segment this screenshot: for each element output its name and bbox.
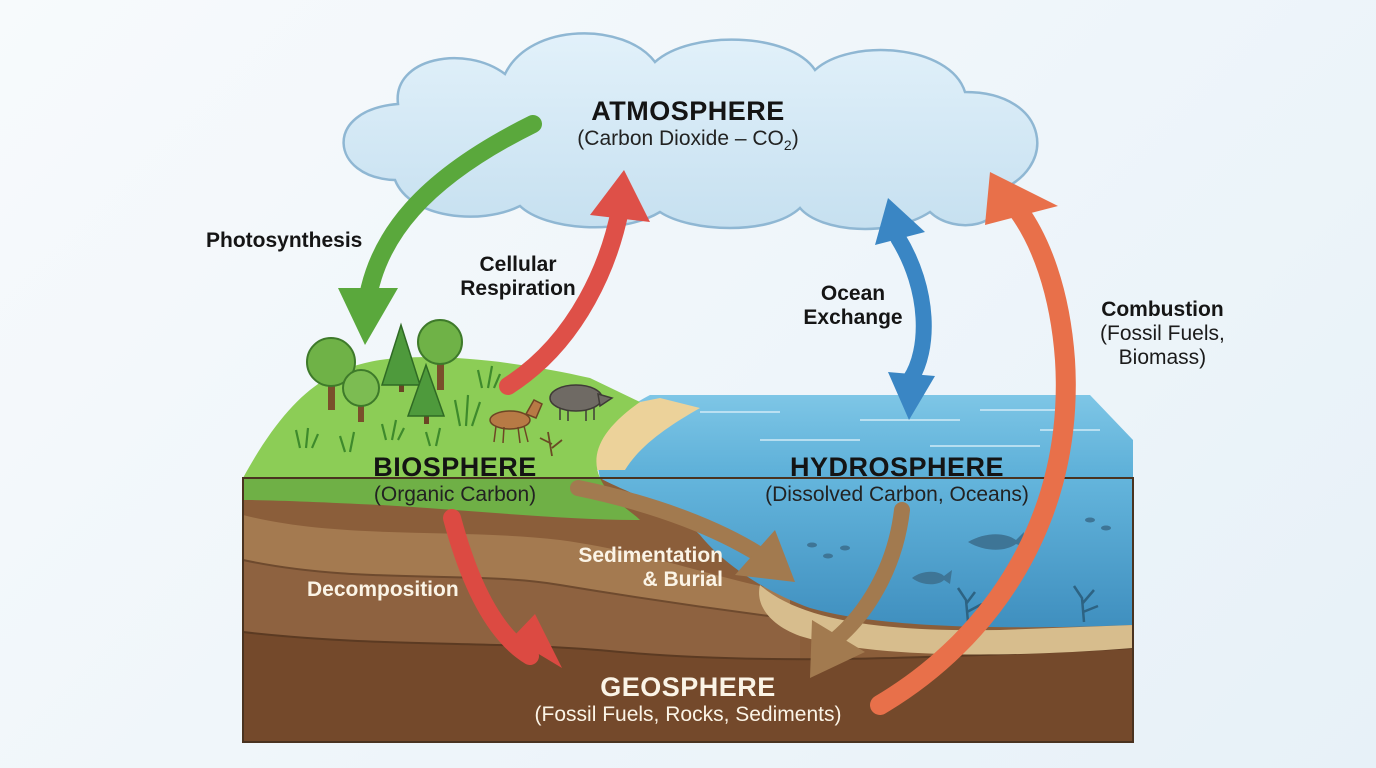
tree-icon [342, 369, 380, 422]
boar-icon [549, 384, 614, 421]
ocean-exchange-line1: Ocean [820, 282, 886, 305]
fish-icon [807, 517, 1111, 585]
decomposition-label: Decomposition [307, 578, 459, 601]
co2-subscript: 2 [783, 137, 792, 154]
biosphere-label: BIOSPHERE (Organic Carbon) [373, 452, 537, 507]
atmosphere-subtitle-close: ) [791, 127, 799, 151]
hydrosphere-label: HYDROSPHERE (Dissolved Carbon, Oceans) [765, 452, 1029, 507]
respiration-label: Cellular Respiration [460, 253, 576, 301]
biosphere-title: BIOSPHERE [373, 452, 537, 482]
combustion-arrow [870, 172, 1076, 715]
combustion-line1: Combustion [1101, 298, 1224, 321]
biosphere-subtitle: (Organic Carbon) [373, 483, 537, 507]
ocean-exchange-line2: Exchange [803, 306, 903, 330]
pine-tree-icon [380, 322, 422, 392]
tree-icon [417, 319, 463, 390]
tree-icon [306, 337, 356, 410]
sedimentation-line1: Sedimentation [578, 544, 723, 567]
sedimentation-arrow [570, 480, 795, 582]
sedimentation-line2: & Burial [642, 568, 723, 592]
atmosphere-cloud [342, 32, 1039, 231]
sedimentation-label: Sedimentation & Burial [568, 544, 723, 592]
combustion-label: Combustion (Fossil Fuels, Biomass) [1100, 298, 1225, 370]
sea-life [807, 517, 1111, 623]
combustion-line3: Biomass) [1118, 346, 1207, 370]
respiration-line1: Cellular [479, 253, 557, 276]
grass-tuft-icon [294, 365, 502, 453]
ocean-exchange-label: Ocean Exchange [803, 282, 902, 330]
respiration-arrow [499, 170, 650, 395]
decomposition-arrow [443, 509, 562, 668]
respiration-line2: Respiration [460, 277, 576, 301]
pine-tree-icon [406, 362, 446, 424]
deer-icon [489, 399, 543, 444]
geosphere-label: GEOSPHERE (Fossil Fuels, Rocks, Sediment… [535, 672, 842, 727]
geosphere-title: GEOSPHERE [600, 672, 776, 702]
atmosphere-label: ATMOSPHERE (Carbon Dioxide – CO2) [577, 96, 798, 153]
geosphere-subtitle: (Fossil Fuels, Rocks, Sediments) [534, 703, 842, 727]
atmosphere-title: ATMOSPHERE [591, 96, 785, 126]
vegetation [294, 319, 614, 457]
hydrosphere-title: HYDROSPHERE [789, 452, 1005, 482]
ocean-to-geosphere-arrow [810, 502, 910, 678]
coral-icon [956, 585, 1099, 623]
atmosphere-subtitle-text: (Carbon Dioxide – CO [577, 127, 784, 151]
atmosphere-subtitle: (Carbon Dioxide – CO2) [577, 127, 798, 153]
shark-icon [968, 532, 1024, 550]
combustion-line2: (Fossil Fuels, [1100, 322, 1225, 346]
hydrosphere-subtitle: (Dissolved Carbon, Oceans) [765, 483, 1029, 507]
photosynthesis-label: Photosynthesis [206, 229, 363, 252]
ocean-exchange-arrow [875, 198, 935, 420]
photosynthesis-arrow [338, 115, 542, 345]
fern-icon [539, 431, 563, 457]
